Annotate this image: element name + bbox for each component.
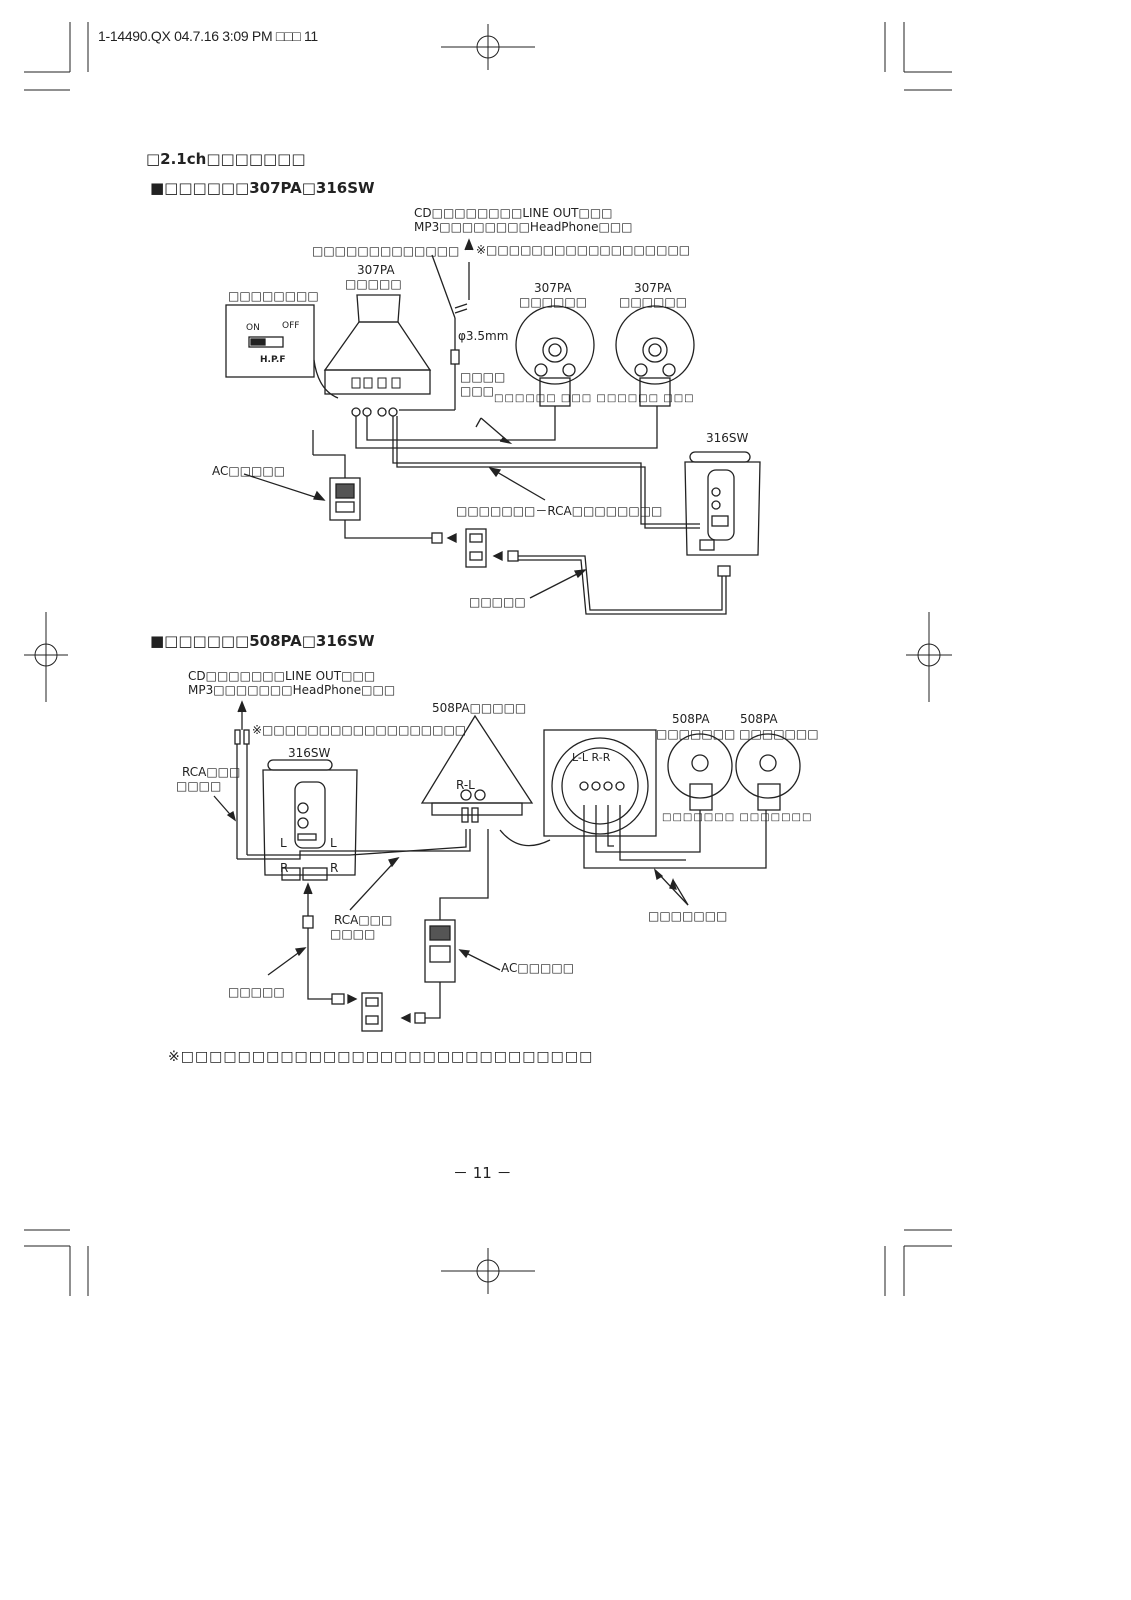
amp-508pa-label: 508PA□□□□□ <box>432 701 527 715</box>
section-heading-508pa: ■□□□□□□508PA□316SW <box>150 632 375 650</box>
source-label-line2: MP3□□□□□□□□HeadPhone□□□ <box>414 220 633 234</box>
hpf-callout-label: □□□□□□□□ <box>228 289 319 303</box>
terminal-labels: □□□□□□ □□□ □□□□□□ □□□ <box>494 393 695 404</box>
power-cord-label: □□□□□ <box>469 595 526 609</box>
source-label-line1: CD□□□□□□□□LINE OUT□□□ <box>414 206 613 220</box>
hpf-on-label: ON <box>246 323 260 333</box>
speaker-left-label-line1: 307PA <box>534 281 572 295</box>
wall-outlet <box>465 528 487 568</box>
speaker-left-label-line2: □□□□□□ <box>519 295 588 309</box>
sub-l1-label: L <box>280 836 287 850</box>
terminal-inset <box>543 729 657 837</box>
speaker-cable-label-line1: □□□□ <box>460 370 506 384</box>
speakers2-caption: □□□□□□□ □□□□□□□ <box>656 727 819 741</box>
power-cord2-label: □□□□□ <box>228 985 285 999</box>
ac-adapter2-label: AC□□□□□ <box>501 961 575 975</box>
hpf-text: H.P.F <box>260 355 286 365</box>
print-header: 1-14490.QX 04.7.16 3:09 PM □□□ 11 <box>98 28 318 44</box>
subwoofer2-label: 316SW <box>288 746 331 760</box>
plug-size-label: φ3.5mm <box>458 329 509 343</box>
subwoofer-316sw-body-2 <box>262 769 358 876</box>
source-note: ※□□□□□□□□□□□□□□□□□□ <box>476 243 691 257</box>
amp-label-line2: □□□□□ <box>345 277 402 291</box>
subwoofer-label: 316SW <box>706 431 749 445</box>
ac-adapter-label: AC□□□□□ <box>212 464 286 478</box>
rca-mid-label-line1: RCA□□□ <box>334 913 393 927</box>
speaker2-right-label: 508PA <box>740 712 778 726</box>
rca-input-label-line1: RCA□□□ <box>182 765 241 779</box>
rca-cable-label: □□□□□□□－RCA□□□□□□□□ <box>456 504 663 518</box>
hpf-off-label: OFF <box>282 321 300 331</box>
hpf-switch-callout <box>225 304 315 378</box>
amp-label-line1: 307PA <box>357 263 395 277</box>
speaker-307pa-right <box>615 305 695 385</box>
page-number: － 11 － <box>453 1164 512 1182</box>
rca-mid-label-line2: □□□□ <box>330 927 376 941</box>
sub-l2-label: L <box>330 836 337 850</box>
rca-input-label-line2: □□□□ <box>176 779 222 793</box>
source2-label-line1: CD□□□□□□□LINE OUT□□□ <box>188 669 376 683</box>
sub-r1-label: R <box>280 861 289 875</box>
speaker2-left-label: 508PA <box>672 712 710 726</box>
source2-label-line2: MP3□□□□□□□HeadPhone□□□ <box>188 683 396 697</box>
hpf-switch-icon <box>248 336 284 348</box>
section-heading-307pa: ■□□□□□□307PA□316SW <box>150 179 375 197</box>
speaker-right-label-line2: □□□□□□ <box>619 295 688 309</box>
speaker-508pa-right <box>735 733 801 799</box>
terminal2-labels: □□□□□□□ □□□□□□□ <box>662 812 813 823</box>
footnote: ※□□□□□□□□□□□□□□□□□□□□□□□□□□□□□ <box>168 1049 594 1065</box>
page-title: □2.1ch□□□□□□□ <box>146 150 306 168</box>
speaker-508pa-left <box>667 733 733 799</box>
speaker-307pa-left <box>515 305 595 385</box>
sub-r2-label: R <box>330 861 339 875</box>
speaker-cable-label-line2: □□□ <box>460 384 495 398</box>
speaker-cables-label: □□□□□□□ <box>648 909 728 923</box>
lr-terminal-label: L-L R-R <box>572 751 611 764</box>
cable-label: □□□□□□□□□□□□□ <box>312 244 460 258</box>
subwoofer-top-2 <box>267 759 333 771</box>
speaker-right-label-line1: 307PA <box>634 281 672 295</box>
source2-note: ※□□□□□□□□□□□□□□□□□□ <box>252 723 467 737</box>
rl-label: R-L <box>456 778 475 792</box>
wall-outlet-2 <box>361 992 383 1032</box>
